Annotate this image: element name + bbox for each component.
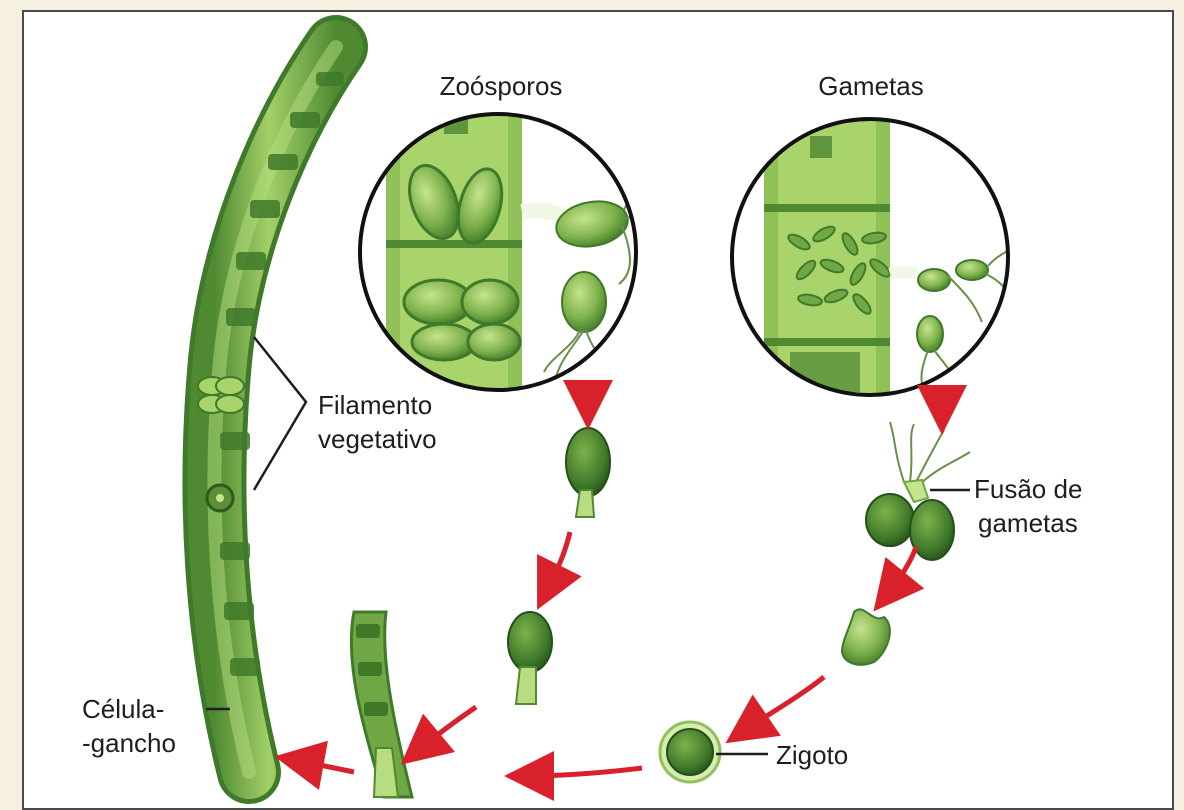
germinating-zoospore	[508, 612, 552, 704]
label-fusao: Fusão de gametas	[974, 472, 1082, 540]
gamete-magnified-view	[732, 102, 1020, 422]
label-fusao-line2: gametas	[974, 506, 1082, 540]
diagram-frame: Zoósporos Gametas Filamento vegetativo F…	[22, 10, 1174, 810]
label-filamento-line1: Filamento	[318, 388, 437, 422]
label-celula-gancho: Célula- -gancho	[82, 692, 176, 760]
life-cycle-diagram	[24, 12, 1174, 810]
label-zigoto: Zigoto	[776, 738, 848, 772]
label-gametas: Gametas	[776, 69, 966, 103]
label-zoosporos: Zoósporos	[406, 69, 596, 103]
label-celula-line1: Célula-	[82, 692, 176, 726]
released-zoospore	[566, 428, 610, 517]
young-filament	[351, 612, 412, 797]
zygote	[660, 722, 720, 782]
label-celula-line2: -gancho	[82, 726, 176, 760]
label-fusao-line1: Fusão de	[974, 472, 1082, 506]
fusion-product	[842, 609, 890, 664]
label-filamento-line2: vegetativo	[318, 422, 437, 456]
label-filamento: Filamento vegetativo	[318, 388, 437, 456]
zoospore-magnified-view	[360, 102, 651, 412]
